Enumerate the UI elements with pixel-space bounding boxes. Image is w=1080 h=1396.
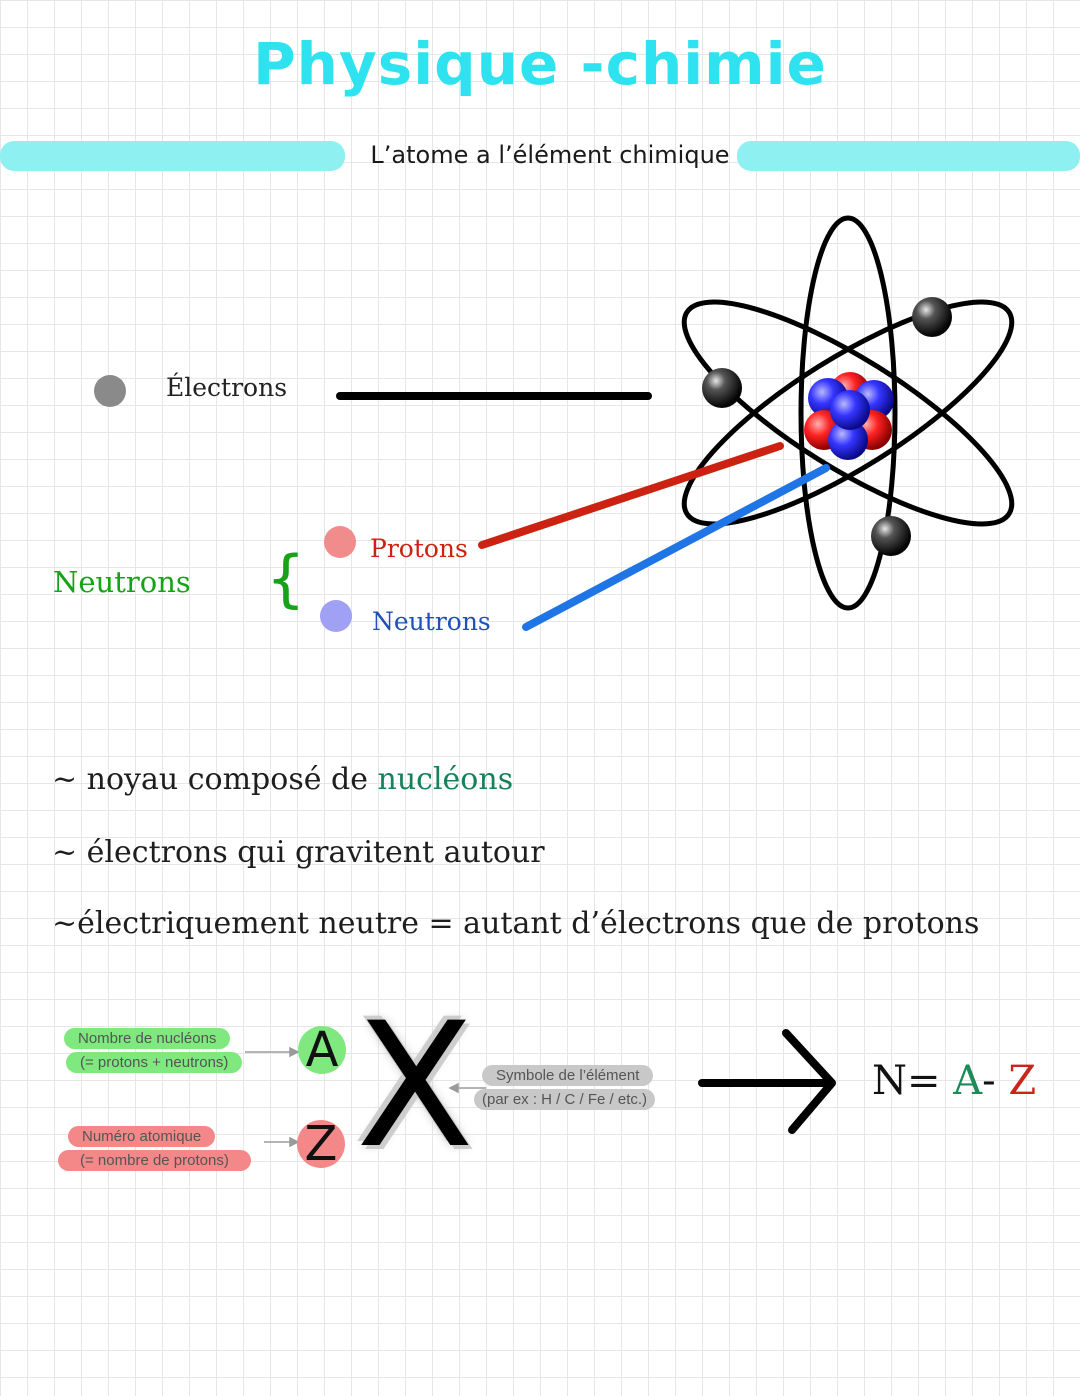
page-title: Physique -chimie <box>253 30 827 98</box>
formula-a: A <box>953 1058 983 1104</box>
title-band-right <box>737 141 1080 171</box>
neutrons-connector-line <box>522 464 830 631</box>
atomic-number-circle <box>297 1120 345 1168</box>
orbit-diagonal-a <box>681 299 1015 527</box>
big-arrow-icon <box>698 1029 836 1134</box>
proton-dot-icon <box>324 526 356 558</box>
symbol-detail: (par ex : H / C / Fe / etc.) <box>474 1089 656 1110</box>
electrons-label: Électrons <box>166 373 288 402</box>
orbit-diagonal-b <box>681 299 1015 527</box>
symbol-title: Symbole de l’élément <box>482 1065 654 1086</box>
nucleus-label: Neutrons <box>53 565 191 599</box>
atomic-number-letter: Z <box>304 1116 338 1172</box>
element-symbol: X <box>356 985 474 1186</box>
note-neutral: ~électriquement neutre = autant d’électr… <box>52 906 980 941</box>
neutrons-label: Neutrons <box>372 607 491 636</box>
protons-connector-line <box>478 442 784 549</box>
page-subtitle: L’atome a l’élément chimique <box>370 141 730 169</box>
mass-number-detail: (= protons + neutrons) <box>66 1052 243 1073</box>
atomic-number-title: Numéro atomique <box>68 1126 216 1147</box>
electron-dot-icon <box>94 375 126 407</box>
neutron-formula: N= A- Z <box>872 1058 1036 1104</box>
neutron-dot-icon <box>320 600 352 632</box>
mass-number-circle <box>298 1026 346 1074</box>
notation-arrows <box>245 1029 836 1148</box>
atom-diagram <box>336 215 1015 631</box>
mass-number-title: Nombre de nucléons <box>64 1028 231 1049</box>
atomic-number-detail: (= nombre de protons) <box>58 1150 251 1171</box>
protons-label: Protons <box>370 534 468 563</box>
note-electrons: ~ électrons qui gravitent autour <box>52 835 545 870</box>
electron-icon <box>912 297 952 337</box>
mass-number-letter: A <box>305 1022 339 1078</box>
formula-n: N= <box>872 1058 941 1104</box>
note-nucleus-text: ~ noyau composé de <box>52 762 378 797</box>
electron-icon <box>702 368 742 408</box>
brace-icon: { <box>266 542 306 615</box>
formula-minus: - <box>982 1058 996 1104</box>
electron-icon <box>871 516 911 556</box>
orbit-vertical <box>798 215 898 611</box>
note-nucleons-highlight: nucléons <box>377 762 514 797</box>
note-nucleus: ~ noyau composé de nucléons <box>52 762 513 797</box>
title-band-left <box>0 141 345 171</box>
nucleus-icon <box>804 372 894 460</box>
formula-z: Z <box>1008 1058 1037 1104</box>
